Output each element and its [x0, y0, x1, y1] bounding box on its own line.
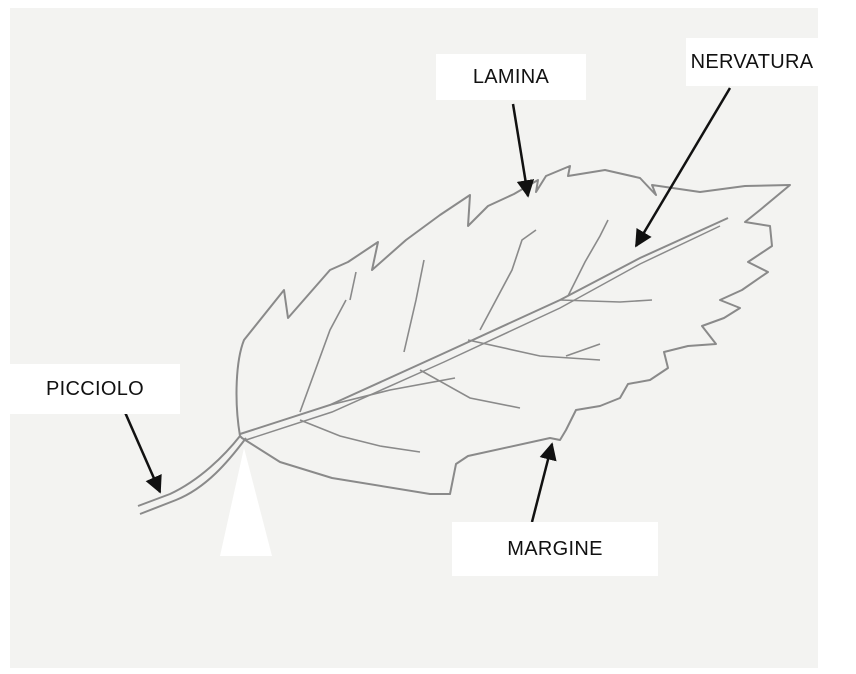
label-nervatura: NERVATURA	[686, 38, 818, 86]
label-lamina: LAMINA	[436, 54, 586, 100]
petiole-edge	[140, 438, 246, 514]
arrow-margine	[532, 444, 552, 522]
label-margine: MARGINE	[452, 522, 658, 576]
petiole-gap	[220, 448, 272, 556]
arrow-nervatura	[636, 88, 730, 246]
label-picciolo: PICCIOLO	[10, 364, 180, 414]
secondary-veins	[300, 220, 652, 452]
petiole	[138, 436, 240, 506]
arrow-picciolo	[124, 410, 160, 492]
arrow-lamina	[513, 104, 528, 196]
midrib-edge	[246, 226, 720, 440]
